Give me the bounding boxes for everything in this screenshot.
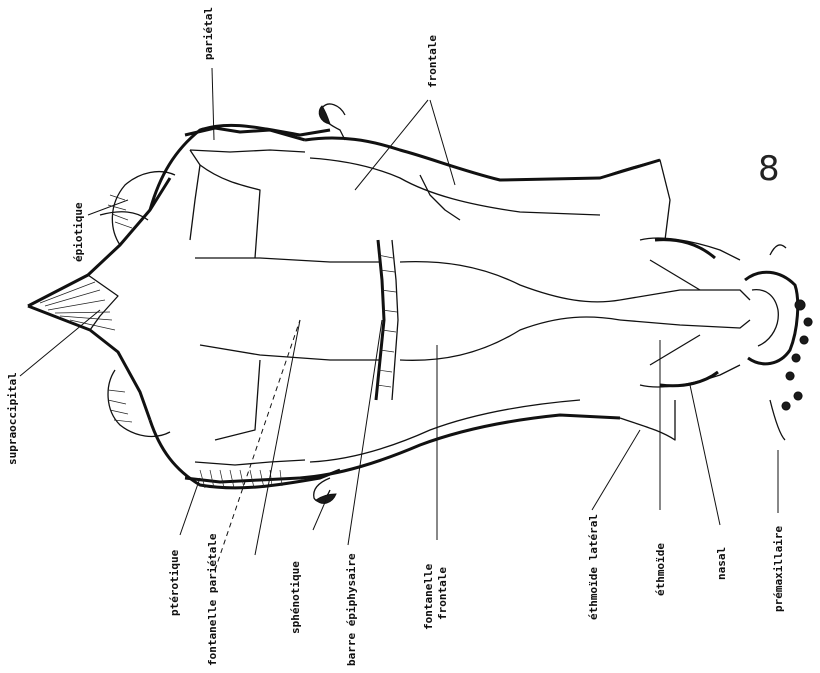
- label-pterotique: ptérotique: [168, 549, 181, 616]
- label-frontale: frontale: [426, 35, 439, 88]
- label-nasal: nasal: [715, 547, 728, 580]
- label-ethmoide: éthmoïde: [654, 543, 667, 596]
- figure-number: 8: [758, 149, 780, 189]
- label-premaxillaire: prémaxillaire: [772, 526, 785, 612]
- label-fontanelle-frontale-line1: fontanelle: [422, 563, 435, 630]
- label-ethmoide-lateral: éthmoïde latéral: [587, 514, 600, 620]
- label-barre-epiphysaire: barre épiphysaire: [345, 553, 358, 666]
- leader-lines: [20, 68, 778, 570]
- label-fontanelle-parietale: fontanelle pariétale: [206, 533, 219, 666]
- label-sphenotique: sphénotique: [289, 561, 302, 634]
- skull-drawing: [28, 104, 812, 503]
- label-epiotique: épiotique: [72, 202, 85, 262]
- label-supraoccipital: supraoccipital: [6, 372, 19, 465]
- label-fontanelle-frontale-line2: frontale: [436, 567, 449, 620]
- label-parietal: pariétal: [202, 7, 215, 60]
